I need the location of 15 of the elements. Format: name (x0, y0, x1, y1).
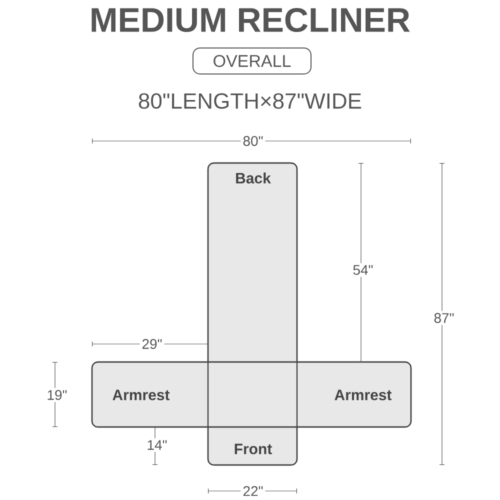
dimension-label: 29" (140, 337, 164, 351)
dimension-label: 14" (144, 438, 170, 452)
subtitle: 80"LENGTH×87"WIDE (138, 93, 362, 109)
part-label: Armrest (334, 390, 392, 400)
label-box: OVERALL (192, 48, 312, 74)
dimension-label: 87" (432, 311, 456, 325)
dimension-label: 80" (240, 134, 266, 148)
cover-panel (91, 361, 412, 428)
dimension-label: 19" (44, 388, 70, 402)
part-label: Armrest (112, 390, 170, 400)
part-label: Back (236, 172, 271, 184)
part-label: Front (234, 444, 272, 454)
title: MEDIUM RECLINER (92, 8, 410, 32)
dimension-label: 22" (240, 484, 266, 498)
dimension-label: 54" (350, 263, 376, 277)
